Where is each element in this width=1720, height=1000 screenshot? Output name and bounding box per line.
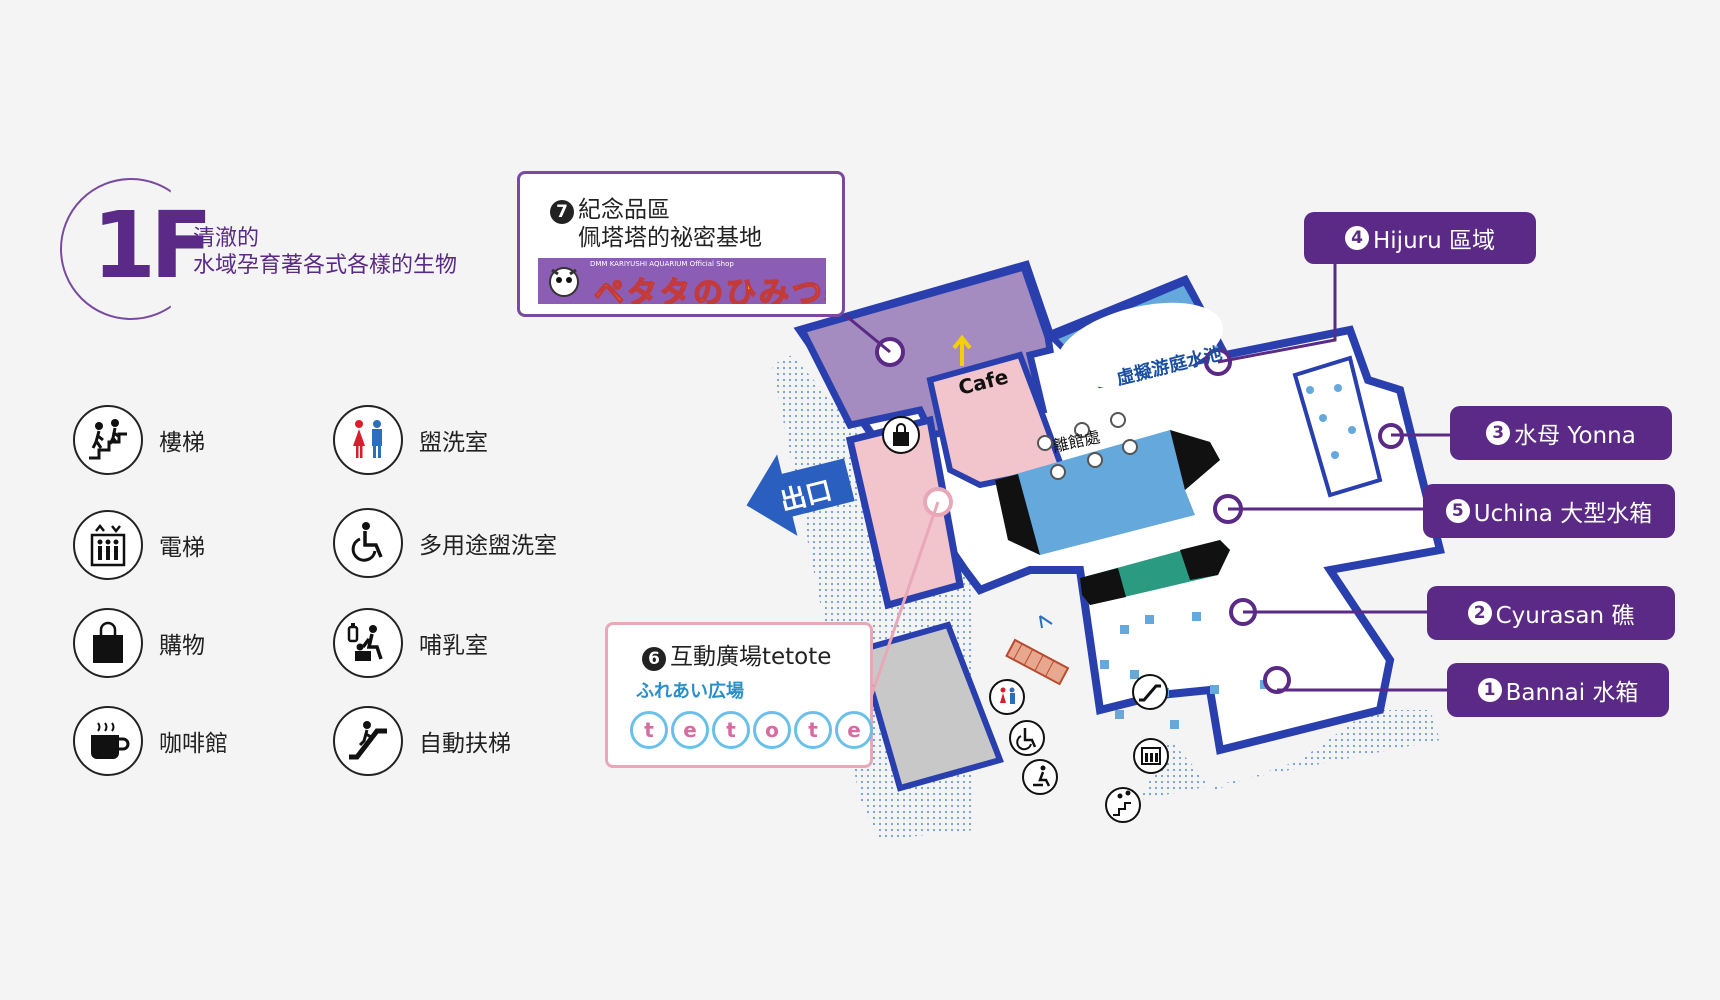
legend-restroom: 盥洗室 bbox=[333, 405, 488, 475]
shop-banner-subtitle: DMM KARIYUSHI AQUARIUM Official Shop bbox=[590, 260, 734, 268]
legend-elevator: 電梯 bbox=[73, 510, 205, 580]
jellyfish-label: 水母 Yonna bbox=[1514, 423, 1636, 449]
map-tables bbox=[1037, 412, 1138, 480]
escalator-icon bbox=[333, 706, 403, 776]
legend-multipurpose: 多用途盥洗室 bbox=[333, 508, 557, 578]
map-shadow-bottom bbox=[1140, 710, 1440, 800]
souvenir-number: 7 bbox=[550, 200, 574, 224]
wheelchair-icon bbox=[333, 508, 403, 578]
map-area-restroom-block bbox=[856, 621, 1004, 792]
bannai-label: Bannai 水箱 bbox=[1505, 680, 1639, 706]
elevator-icon bbox=[73, 510, 143, 580]
legend-label-cafe: 咖啡館 bbox=[159, 731, 228, 757]
legend-label-stairs: 樓梯 bbox=[159, 430, 205, 456]
restroom-icon bbox=[333, 405, 403, 475]
tetote-logo: t e t o t e bbox=[630, 711, 876, 749]
nursing-room-icon bbox=[333, 608, 403, 678]
cyurasan-number: 2 bbox=[1467, 601, 1492, 625]
mascot-icon bbox=[549, 267, 579, 297]
exit-arrow[interactable]: 出口 bbox=[735, 433, 865, 552]
bannai-number: 1 bbox=[1477, 678, 1502, 702]
tetote-number: 6 bbox=[642, 647, 666, 671]
tetote-letter: t bbox=[630, 711, 668, 749]
hijuru-number: 4 bbox=[1345, 226, 1369, 250]
floor-subtitle-line2: 水域孕育著各式各樣的生物 bbox=[193, 253, 458, 278]
shop-banner-logo: ペタタのひみつ基地 bbox=[593, 275, 826, 304]
coffee-cup-icon bbox=[73, 706, 143, 776]
tetote-letter: t bbox=[712, 711, 750, 749]
floor-subtitle-line1: 清澈的 bbox=[193, 226, 260, 251]
souvenir-title-line2: 佩塔塔的祕密基地 bbox=[578, 225, 762, 251]
legend-cafe: 咖啡館 bbox=[73, 706, 228, 776]
map-area-jellyfish bbox=[1292, 355, 1383, 498]
legend-escalator: 自動扶梯 bbox=[333, 706, 511, 776]
hijuru-label: Hijuru 區域 bbox=[1373, 228, 1495, 254]
legend-nursing: 哺乳室 bbox=[333, 608, 488, 678]
legend-label-elevator: 電梯 bbox=[159, 535, 205, 561]
map-facility-icons bbox=[882, 416, 1169, 823]
marker-1[interactable] bbox=[1263, 666, 1291, 694]
floor-number: 1F bbox=[92, 192, 213, 299]
legend-shopping: 購物 bbox=[73, 608, 205, 678]
tetote-logo-top: ふれあい広場 bbox=[636, 681, 744, 702]
tetote-letter: o bbox=[753, 711, 791, 749]
jellyfish-number: 3 bbox=[1486, 421, 1511, 445]
souvenir-shop-banner: DMM KARIYUSHI AQUARIUM Official Shop ペタタ… bbox=[538, 258, 826, 304]
stairs-icon bbox=[73, 405, 143, 475]
shopping-bag-icon bbox=[73, 608, 143, 678]
legend-label-shopping: 購物 bbox=[159, 633, 205, 659]
legend-stairs: 樓梯 bbox=[73, 405, 205, 475]
map-pool-label-bg bbox=[1057, 302, 1223, 388]
map-escalator bbox=[1005, 638, 1070, 686]
map-depart-arrow bbox=[952, 334, 972, 366]
tetote-letter: e bbox=[671, 711, 709, 749]
uchina-label: Uchina 大型水箱 bbox=[1473, 501, 1653, 527]
map-tank-uchina bbox=[995, 430, 1220, 555]
legend-label-escalator: 自動扶梯 bbox=[419, 731, 511, 757]
legend-label-restroom: 盥洗室 bbox=[419, 430, 488, 456]
uchina-number: 5 bbox=[1445, 499, 1470, 523]
tetote-letter: e bbox=[835, 711, 873, 749]
cyurasan-label: Cyurasan 礁 bbox=[1495, 603, 1635, 629]
legend-label-nursing: 哺乳室 bbox=[419, 633, 488, 659]
legend-label-multipurpose: 多用途盥洗室 bbox=[419, 533, 557, 559]
tetote-letter: t bbox=[794, 711, 832, 749]
